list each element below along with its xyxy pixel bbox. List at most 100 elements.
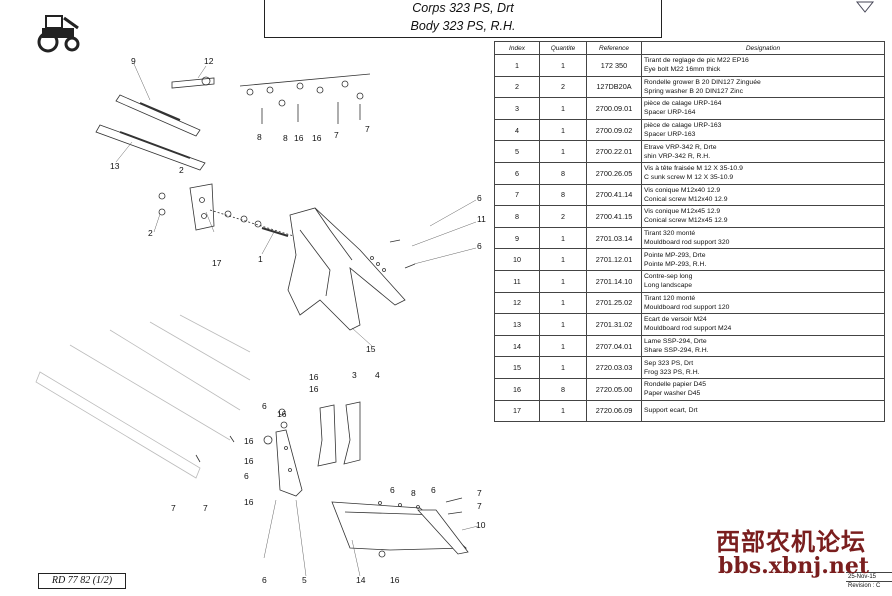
cell-reference: 2720.06.09 [586,399,642,423]
designation-french: Vis conique M12x45 12.9 [644,208,721,216]
designation-english: shin VRP-342 R, R.H. [644,152,711,160]
designation-english: Spring washer B 20 DIN127 Zinc [644,87,743,95]
part-10-point [417,509,469,555]
header-index: Index [494,41,540,55]
designation-french: Vis à tête fraisée M 12 X 35-10.9 [644,165,743,173]
designation-french: Etrave VRP-342 R, Drte [644,143,717,151]
part-5-shin [275,429,303,497]
callout-16-mid-d: 16 [244,436,254,446]
callout-6-mid-a: 6 [262,401,267,411]
designation-english: Paper washer D45 [644,390,701,398]
callout-12: 12 [204,56,214,66]
designation-french: Rondelle papier D45 [644,381,706,389]
callout-16-mid-a: 16 [309,372,319,382]
callout-2-upper: 2 [179,165,184,175]
designation-french: Tirant de reglage de pic M22 EP16 [644,57,749,65]
callout-16-mid-f: 16 [244,497,254,507]
callout-16-mid-e: 16 [244,456,254,466]
callout-14: 14 [356,575,366,585]
part-17-support [189,183,215,231]
drawing-reference: RD 77 82 (1/2) [38,573,126,589]
callout-16-top-b: 16 [312,133,322,143]
title-french: Corps 323 PS, Drt [412,1,514,15]
callout-11: 11 [477,214,486,224]
designation-french: Tirant 320 monté [644,230,696,238]
cell-reference: 2700.41.15 [586,205,642,228]
callout-7-bot-a: 7 [477,488,482,498]
callout-2-lower: 2 [148,228,153,238]
part-9-mouldboard-rod [115,94,201,137]
callout-16-mid-c: 16 [277,409,287,419]
callout-17: 17 [212,258,222,268]
callout-16-top-a: 16 [294,133,304,143]
callout-16-mid-b: 16 [309,384,319,394]
designation-english: Mouldboard rod support M24 [644,325,732,333]
callout-7-bot-b: 7 [477,501,482,511]
callout-9: 9 [131,56,136,66]
designation-english: Share SSP-294, R.H. [644,347,709,355]
tractor-logo-icon [37,15,80,53]
cell-reference: 2700.26.05 [586,161,642,185]
cell-index: 7 [494,183,540,207]
callout-6-right-b: 6 [477,241,482,251]
title-english: Body 323 PS, R.H. [410,19,516,33]
part-3-spacer [317,404,337,467]
callout-6-right-a: 6 [477,193,482,203]
callout-3: 3 [352,370,357,380]
designation-english: Mouldboard rod support 320 [644,239,730,247]
callout-7-top-b: 7 [365,124,370,134]
brand-logo-icon [855,1,875,13]
callout-6-mid-b: 6 [244,471,249,481]
revision-label: Revision : C [846,581,892,590]
designation-english: Spacer URP-163 [644,131,696,139]
top-hardware-row [239,73,371,124]
callout-8-bot: 8 [411,488,416,498]
cell-designation: Support ecart, Drt [641,399,885,423]
designation-english: Conical screw M12x45 12.9 [644,217,728,225]
designation-french: Ecart de versoir M24 [644,316,707,324]
table-header-row: Index Quantite Reference Designation [494,41,885,55]
cell-reference: 2700.22.01 [586,140,642,163]
title-block: Corps 323 PS, Drt Body 323 PS, R.H. [264,0,662,38]
callout-8-left: 8 [257,132,262,142]
designation-english: C sunk screw M 12 X 35-10.9 [644,174,734,182]
part-13-rod [95,124,206,171]
designation-french: Lame SSP-294, Drte [644,338,707,346]
leader-lines [115,63,479,577]
callout-4: 4 [375,370,380,380]
designation-english: Eye bolt M22 16mm thick [644,66,721,74]
designation-english: Frog 323 PS, R.H. [644,368,700,376]
designation-english: Mouldboard rod support 120 [644,303,730,311]
callout-10: 10 [476,520,486,530]
designation-english: Pointe MP-293, R.H. [644,260,707,268]
callout-7-left-a: 7 [171,503,176,513]
designation-english: Conical screw M12x40 12.9 [644,195,728,203]
part-15-frog [287,207,406,331]
callout-7-left-b: 7 [203,503,208,513]
revision-block: 25-Nov-15 Revision : C [846,572,892,590]
callout-15: 15 [366,344,376,354]
designation-french: Sep 323 PS, Drt [644,359,694,367]
callout-6-bot-c: 6 [262,575,267,585]
part-12-rod-support [171,76,215,89]
watermark-url: bbs.xbnj.net [718,553,870,579]
designation-english: Spacer URP-164 [644,109,696,117]
designation-english: Long landscape [644,282,692,290]
cell-index: 9 [494,226,540,250]
